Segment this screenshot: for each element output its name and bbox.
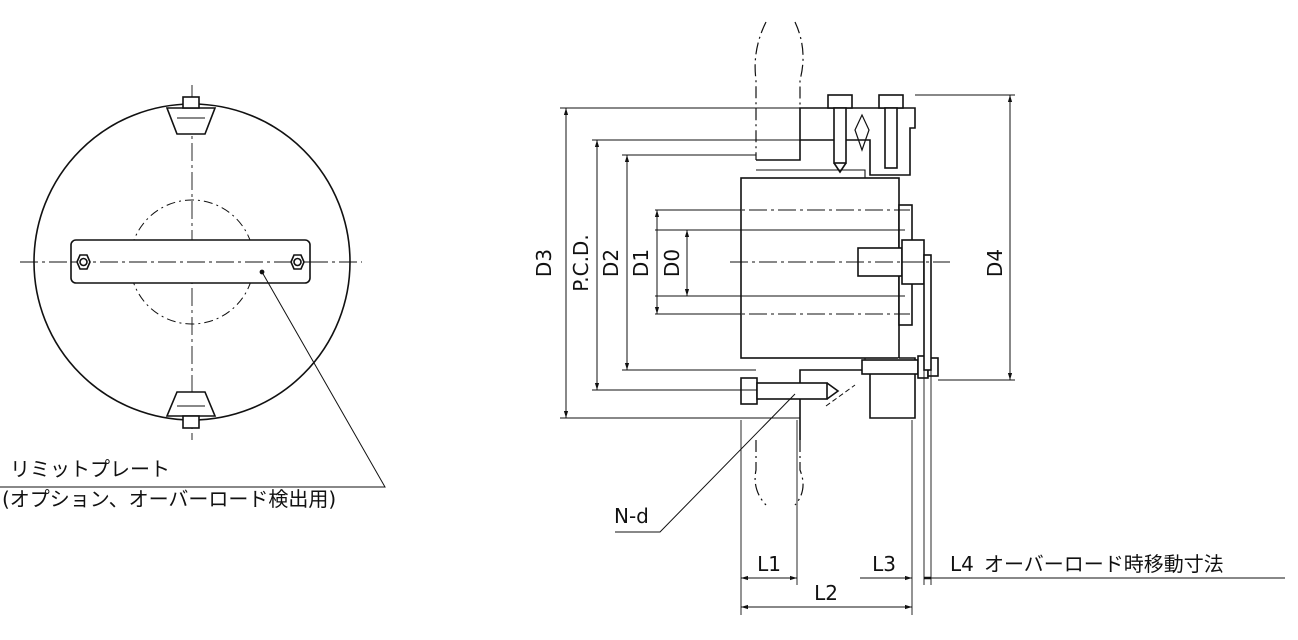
front-bottom-lug	[165, 391, 217, 429]
bottom-bolt	[740, 377, 840, 405]
lower-ring	[799, 357, 916, 440]
extension-lines	[560, 94, 1015, 615]
dim-label-l4-desc: オーバーロード時移動寸法	[984, 552, 1224, 576]
top-bolt-right	[878, 94, 904, 169]
sprocket-top-tooth	[754, 21, 804, 160]
dim-label-l2: L2	[814, 581, 838, 605]
front-top-lug	[165, 96, 217, 135]
dim-label-d0: D0	[660, 249, 684, 277]
dim-label-d4: D4	[983, 249, 1007, 277]
top-bolt-left	[827, 94, 853, 174]
dim-label-l3: L3	[872, 552, 896, 576]
dim-label-d2: D2	[599, 249, 623, 277]
dim-label-pcd: P.C.D.	[569, 234, 593, 291]
dim-label-d3: D3	[532, 249, 556, 277]
limit-plate	[70, 239, 311, 284]
front-view	[0, 85, 386, 488]
dim-label-nd: N-d	[614, 504, 649, 528]
limit-plate-note: (オプション、オーバーロード検出用)	[2, 487, 336, 511]
dimension-lines	[563, 95, 1285, 610]
limit-plate-side	[923, 254, 932, 371]
dim-label-l1: L1	[757, 552, 781, 576]
limit-plate-label: リミットプレート	[10, 457, 170, 481]
dim-label-l4: L4	[950, 552, 974, 576]
limit-plate-leader	[0, 271, 386, 488]
dim-label-d1: D1	[629, 249, 653, 277]
nd-leader	[615, 393, 796, 533]
sprocket-bottom-tooth	[754, 440, 804, 506]
side-bolt	[861, 355, 939, 379]
side-view	[560, 21, 1285, 615]
